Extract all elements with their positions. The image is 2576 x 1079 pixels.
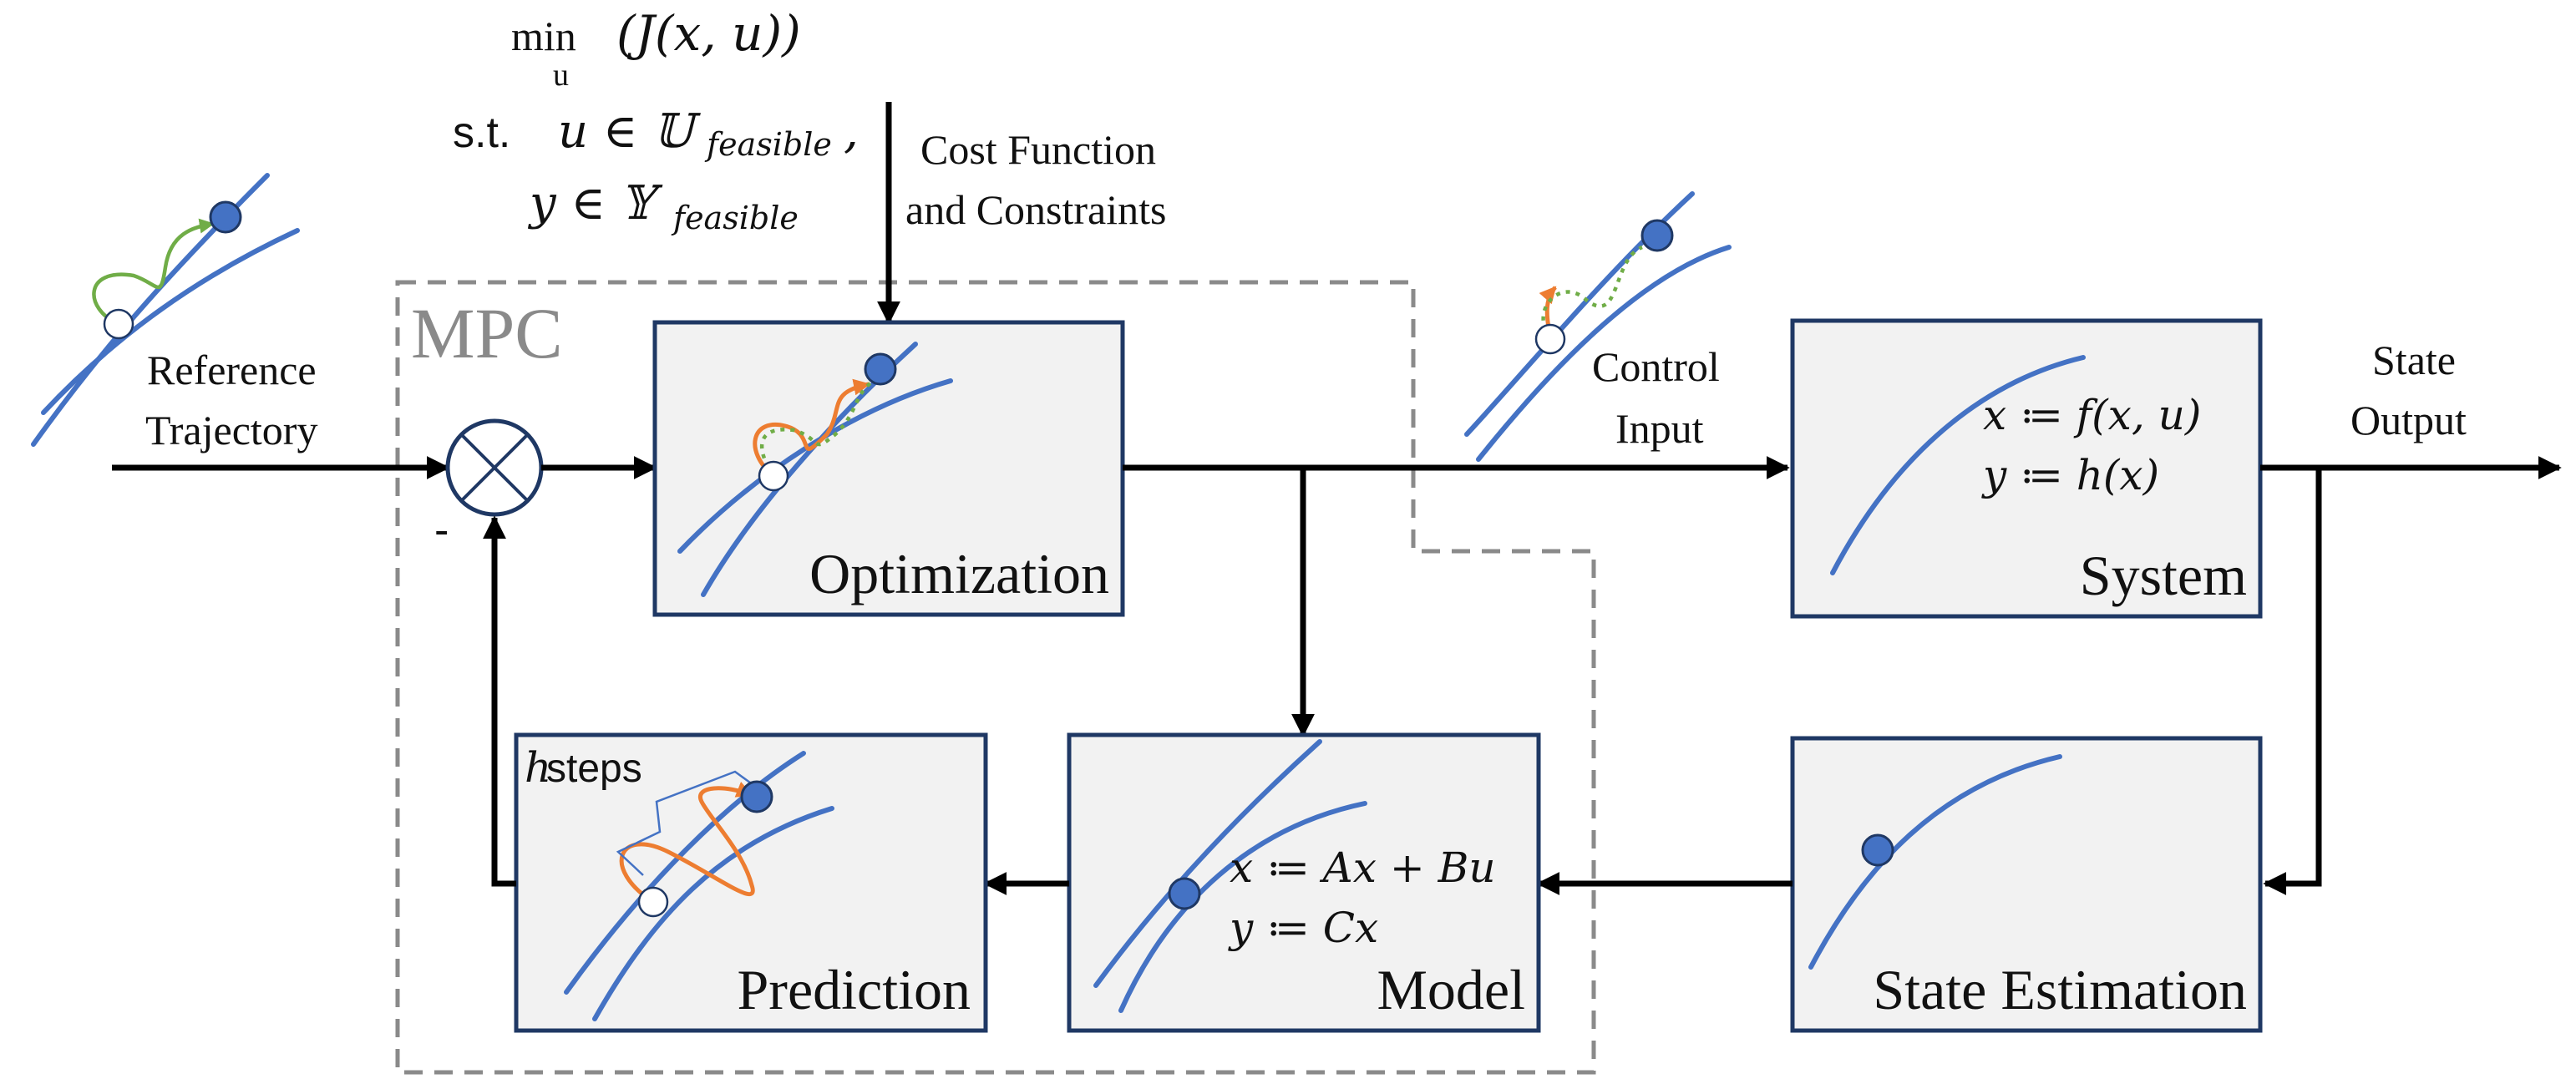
- model-label: Model: [1377, 958, 1525, 1021]
- summing-junction-icon: [445, 418, 544, 517]
- control-input-trajectory-icon: [1464, 191, 1732, 462]
- state-output-line1: State: [2372, 337, 2456, 383]
- cost-constraint-u: u ∈ 𝕌: [558, 104, 701, 159]
- optimization-label: Optimization: [809, 542, 1109, 605]
- reference-line1: Reference: [147, 347, 317, 393]
- reference-line2: Trajectory: [145, 407, 317, 453]
- model-block: [1067, 732, 1541, 1033]
- state-estimation-label: State Estimation: [1873, 958, 2247, 1021]
- model-eq1: x ≔ Ax + Bu: [1230, 843, 1496, 892]
- cost-label-line1: Cost Function: [920, 126, 1156, 173]
- cost-constraint-y-sub: feasible: [671, 200, 799, 236]
- cost-min: min: [511, 13, 576, 59]
- prediction-h-var: h: [525, 743, 551, 792]
- cost-st-label: s.t.: [453, 109, 510, 157]
- cost-objective: (J(x, u)): [616, 5, 801, 62]
- state-output-line2: Output: [2350, 397, 2467, 443]
- prediction-steps: steps: [546, 747, 642, 791]
- system-label: System: [2080, 544, 2247, 607]
- cost-min-subscript: u: [553, 58, 569, 93]
- mpc-label: MPC: [411, 293, 563, 373]
- system-curve-icon: [1830, 355, 2086, 575]
- cost-constraint-y: y ∈ 𝕐: [527, 176, 663, 230]
- cost-constraint-u-sub: feasible: [704, 126, 832, 163]
- state-estimation-block: [1790, 736, 2263, 1033]
- prediction-curve-icon: [564, 751, 834, 1021]
- prediction-label: Prediction: [737, 958, 971, 1021]
- reference-trajectory-icon: [31, 173, 300, 447]
- model-eq2: y ≔ Cx: [1228, 904, 1378, 952]
- cost-label-line2: and Constraints: [905, 186, 1166, 233]
- control-input-line1: Control: [1592, 343, 1720, 390]
- state-estimation-curve-icon: [1808, 754, 2062, 970]
- cost-constraint-u-comma: ,: [844, 104, 859, 159]
- feedback-sign: -: [434, 506, 449, 555]
- model-curve-icon: [1093, 739, 1367, 1013]
- optimization-curve-icon: [677, 342, 953, 597]
- cost-formulation: min u (J(x, u)) s.t. u ∈ 𝕌 feasible , y …: [453, 5, 859, 236]
- output-to-estimation-arrow: [2263, 468, 2322, 895]
- system-eq1: x ≔ f(x, u): [1983, 391, 2201, 439]
- prediction-to-junction-arrow: [483, 515, 516, 887]
- control-input-line2: Input: [1615, 405, 1704, 452]
- system-eq2: y ≔ h(x): [1981, 451, 2159, 499]
